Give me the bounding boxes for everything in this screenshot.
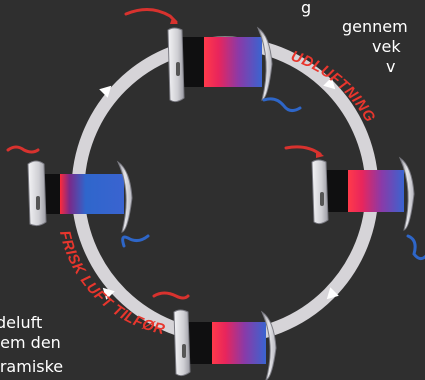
ventilation-unit-top [124, 8, 302, 113]
description-text-left: deluft [0, 313, 43, 332]
flow-arrow-icon [323, 77, 336, 90]
description-text-right: vek [372, 37, 401, 56]
flow-arrow-icon [99, 85, 112, 98]
description-text-right: v [386, 57, 396, 76]
flow-arrow-icon [326, 287, 339, 300]
flow-arrow-icon [102, 287, 115, 300]
ventilation-unit-right [284, 145, 425, 261]
description-text-right: gennem [342, 17, 408, 36]
description-text-left: eramiske [0, 357, 64, 376]
ventilation-unit-left [6, 145, 150, 248]
description-text-left: nem den [0, 333, 61, 352]
ventilation-unit-bottom [152, 291, 277, 380]
exhaust-label: UDLUFTNING [289, 48, 379, 126]
description-text-right: g [301, 0, 312, 17]
